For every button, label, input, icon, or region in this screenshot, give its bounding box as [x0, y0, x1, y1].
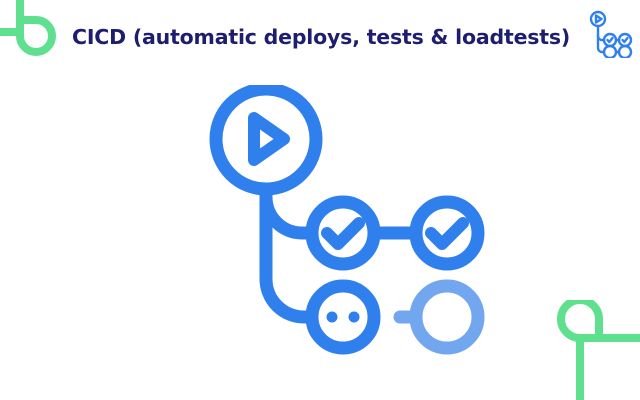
decorative-green-stroke-top-left — [0, 0, 56, 56]
check-icon — [305, 195, 381, 271]
play-icon — [209, 85, 323, 196]
workflow-icon — [589, 10, 633, 58]
decorative-green-stroke-bottom-right — [557, 300, 640, 400]
check-icon — [409, 195, 485, 271]
workflow-diagram — [209, 85, 485, 355]
pipeline-connector — [259, 190, 318, 240]
empty-circle-icon — [409, 279, 485, 355]
pipeline-connector — [259, 182, 318, 324]
page-title: CICD (automatic deploys, tests & loadtes… — [72, 25, 571, 49]
ellipsis-icon — [305, 279, 381, 355]
